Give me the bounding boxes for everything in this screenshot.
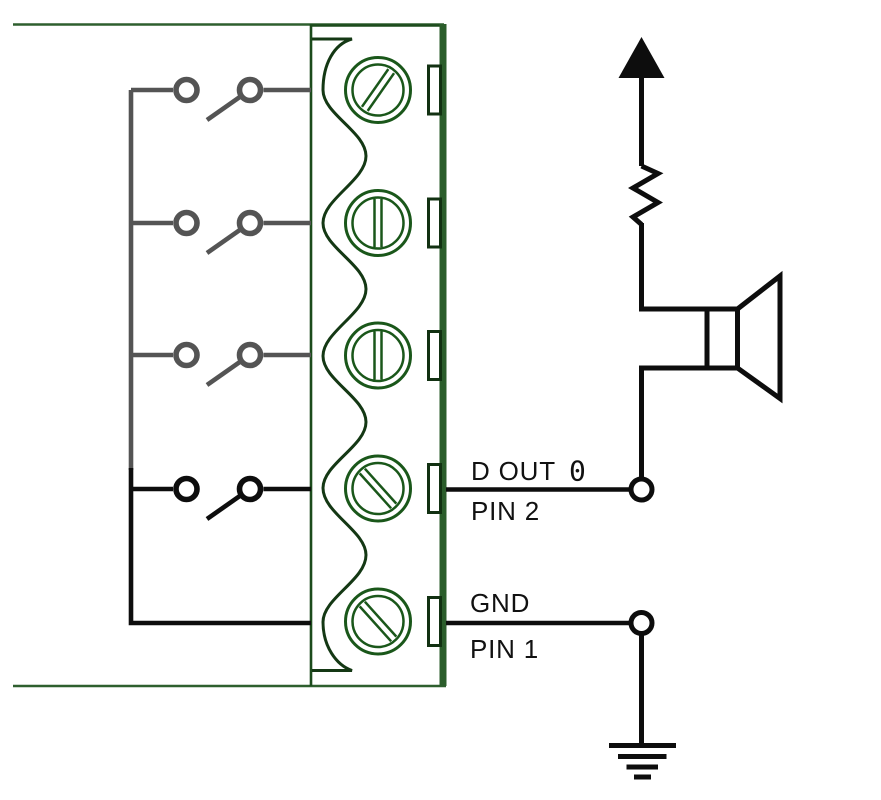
switch-contact <box>173 475 200 503</box>
clamp-wave <box>312 37 368 672</box>
screw-inner <box>351 594 405 649</box>
screw-inner <box>351 63 405 117</box>
screw-outer <box>344 189 412 257</box>
switch-contact <box>173 76 200 104</box>
resistor-to-speaker-wire <box>639 223 707 312</box>
switch-contact <box>173 341 200 369</box>
screw-terminal-4 <box>344 454 412 523</box>
screw-outer <box>344 321 412 390</box>
screw-inner <box>351 196 405 250</box>
dip-switches <box>128 76 311 626</box>
speaker-horn <box>735 270 783 404</box>
dout-node <box>628 476 655 503</box>
speaker-body <box>704 306 740 371</box>
switch-contact <box>236 475 264 503</box>
terminal-block-outline <box>309 24 445 686</box>
screw-terminal-3 <box>344 321 412 390</box>
switch-lever <box>205 493 242 521</box>
switch-contact <box>236 209 264 237</box>
screw-slot <box>360 68 396 112</box>
speaker-circuit <box>446 37 783 780</box>
screw-outer <box>344 56 412 124</box>
screw-inner <box>351 328 405 383</box>
dout-pin-label: PIN 2 <box>471 496 540 526</box>
terminal-block <box>309 24 447 686</box>
switch-lever <box>205 227 242 255</box>
switch-contact <box>173 209 200 237</box>
switch-bus-black-gnd-return <box>128 468 311 626</box>
speaker-to-node-wire <box>639 365 707 478</box>
terminal-tab-4 <box>427 463 442 514</box>
screw-terminal-1 <box>344 56 412 124</box>
screw-outer <box>344 454 412 523</box>
resistor-icon <box>628 163 664 227</box>
switch-contact <box>236 341 264 369</box>
terminal-tab-5 <box>427 596 442 647</box>
switch-2 <box>131 209 311 255</box>
terminal-tab-2 <box>427 197 442 249</box>
screw-slot <box>373 331 383 380</box>
gnd-node <box>628 610 655 636</box>
switch-3 <box>131 341 311 387</box>
switch-lever <box>205 359 242 387</box>
vcc-arrow-icon <box>618 37 665 78</box>
screw-slot <box>358 600 398 643</box>
switch-lever <box>205 94 242 122</box>
pin-labels: D OUT 0 PIN 2 GND PIN 1 <box>470 455 586 665</box>
screw-outer <box>344 587 412 656</box>
speaker-icon <box>704 270 783 404</box>
switch-contact <box>236 76 264 104</box>
screw-terminal-5 <box>344 587 412 656</box>
gnd-pin-label: PIN 1 <box>470 634 539 664</box>
terminal-tab-1 <box>427 64 442 116</box>
switch-1 <box>131 76 311 122</box>
screw-inner <box>351 461 405 516</box>
ground-icon <box>609 743 676 780</box>
screw-slot <box>373 199 383 247</box>
dout-bit-label: 0 <box>569 455 586 488</box>
switch-4 <box>131 475 311 521</box>
screw-slot <box>358 467 398 510</box>
terminal-tab-3 <box>427 330 442 381</box>
gnd-signal-label: GND <box>470 588 530 618</box>
terminal-block-right-bar <box>439 24 447 686</box>
screw-terminal-2 <box>344 189 412 257</box>
dout-signal-label: D OUT <box>471 456 556 486</box>
